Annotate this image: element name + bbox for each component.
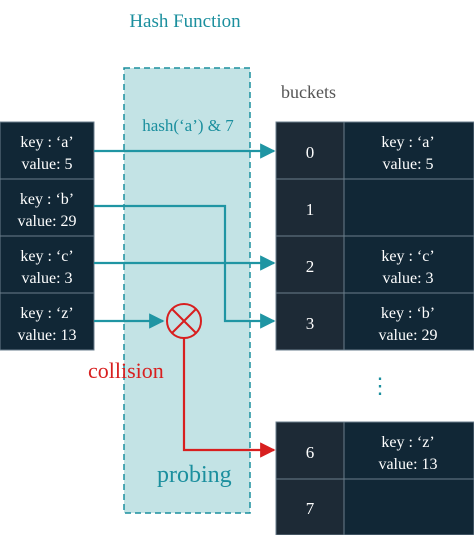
bucket-row-0: 0 key : ‘a’ value: 5 bbox=[275, 121, 474, 180]
bucket-row-1: 1 bbox=[275, 178, 474, 237]
bucket-index-0: 0 bbox=[306, 143, 315, 162]
bucket-index-6: 6 bbox=[306, 443, 315, 462]
key-cell-c-key: key : ‘c’ bbox=[20, 248, 73, 265]
hash-expression-label: hash(‘a’) & 7 bbox=[142, 116, 234, 135]
bucket-entry-2-value: value: 3 bbox=[382, 270, 433, 287]
bucket-index-2: 2 bbox=[306, 257, 315, 276]
bucket-row-7: 7 bbox=[275, 478, 474, 535]
diagram-title: Hash Function bbox=[129, 11, 241, 32]
bucket-entry-0-value: value: 5 bbox=[382, 156, 433, 173]
bucket-index-7: 7 bbox=[306, 499, 315, 518]
buckets-label: buckets bbox=[281, 82, 336, 102]
arrow-probing-to-bucket-6 bbox=[182, 338, 276, 458]
key-cell-z-key: key : ‘z’ bbox=[20, 305, 73, 322]
key-cell-a: key : ‘a’ value: 5 bbox=[0, 121, 95, 180]
key-cell-c: key : ‘c’ value: 3 bbox=[0, 235, 95, 294]
key-cell-a-key: key : ‘a’ bbox=[20, 134, 73, 151]
collision-label: collision bbox=[88, 358, 164, 383]
key-cell-b-key: key : ‘b’ bbox=[20, 191, 74, 208]
key-cell-c-value: value: 3 bbox=[21, 270, 72, 287]
key-cell-z-value: value: 13 bbox=[17, 327, 76, 344]
bucket-entry-2-key: key : ‘c’ bbox=[381, 248, 434, 265]
bucket-entry-6-key: key : ‘z’ bbox=[381, 434, 434, 451]
buckets-ellipsis: ⋮ bbox=[369, 373, 391, 398]
key-cell-b-value: value: 29 bbox=[17, 213, 76, 230]
bucket-entry-3-key: key : ‘b’ bbox=[381, 305, 435, 322]
key-cell-a-value: value: 5 bbox=[21, 156, 72, 173]
key-cell-z: key : ‘z’ value: 13 bbox=[0, 292, 95, 351]
bucket-row-3: 3 key : ‘b’ value: 29 bbox=[275, 292, 474, 351]
bucket-entry-0-key: key : ‘a’ bbox=[381, 134, 434, 151]
bucket-index-1: 1 bbox=[306, 200, 315, 219]
bucket-index-3: 3 bbox=[306, 314, 315, 333]
bucket-row-2: 2 key : ‘c’ value: 3 bbox=[275, 235, 474, 294]
key-cell-b: key : ‘b’ value: 29 bbox=[0, 178, 95, 237]
hash-function-band bbox=[123, 67, 251, 514]
probing-label: probing bbox=[157, 462, 232, 488]
bucket-entry-3-value: value: 29 bbox=[378, 327, 437, 344]
bucket-row-6: 6 key : ‘z’ value: 13 bbox=[275, 421, 474, 480]
bucket-entry-6-value: value: 13 bbox=[378, 456, 437, 473]
